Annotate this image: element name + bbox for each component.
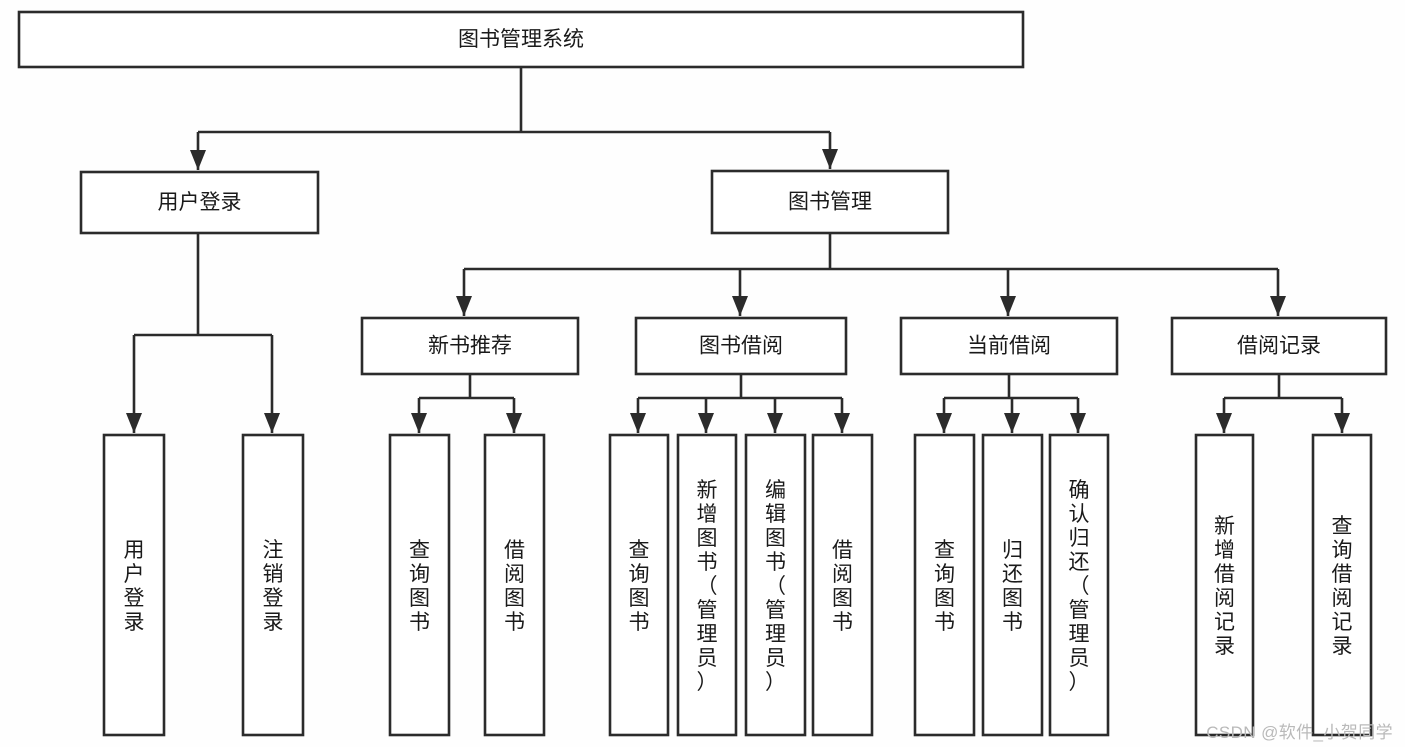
node-boxes-group: 图书管理系统用户登录图书管理新书推荐图书借阅当前借阅借阅记录用户登录注销登录查询… [17,10,1388,737]
arrow-head-icon [1216,413,1232,433]
node-label: 查询图书 [409,539,430,634]
node-label: 注销登录 [263,539,284,634]
arrow-head-icon [698,413,714,433]
arrow-head-icon [630,413,646,433]
node-box[interactable] [241,433,305,737]
node-leaf-1[interactable]: 注销登录 [241,433,305,737]
arrow-head-icon [1000,296,1016,316]
node-level2-2[interactable]: 当前借阅 [899,316,1119,376]
node-leaf-7[interactable]: 借阅图书 [811,433,874,737]
node-box[interactable] [102,433,166,737]
node-label: 图书管理 [788,191,872,214]
arrow-head-icon [1070,413,1086,433]
node-box[interactable] [1194,433,1255,737]
node-label: 新增图书（管理员） [697,479,718,694]
node-level2-1[interactable]: 图书借阅 [634,316,848,376]
arrow-head-icon [834,413,850,433]
node-leaf-12[interactable]: 查询借阅记录 [1311,433,1373,737]
node-leaf-11[interactable]: 新增借阅记录 [1194,433,1255,737]
node-box[interactable] [913,433,976,737]
connector-lines-group [126,67,1350,433]
arrow-head-icon [1334,413,1350,433]
node-label: 借阅图书 [504,539,525,634]
node-level2-0[interactable]: 新书推荐 [360,316,580,376]
node-level1-1[interactable]: 图书管理 [710,169,950,235]
arrow-head-icon [732,296,748,316]
node-level2-3[interactable]: 借阅记录 [1170,316,1388,376]
arrow-head-icon [264,413,280,433]
arrow-head-icon [767,413,783,433]
node-label: 用户登录 [124,539,145,634]
node-box[interactable] [899,316,1119,376]
node-box[interactable] [710,169,950,235]
node-label: 借阅图书 [832,539,853,634]
node-leaf-5[interactable]: 新增图书（管理员） [676,433,738,737]
node-label: 确认归还（管理员） [1069,479,1090,694]
node-label: 新书推荐 [428,335,512,358]
node-leaf-10[interactable]: 确认归还（管理员） [1048,433,1110,737]
node-leaf-3[interactable]: 借阅图书 [483,433,546,737]
node-leaf-9[interactable]: 归还图书 [981,433,1044,737]
node-leaf-2[interactable]: 查询图书 [388,433,451,737]
node-box[interactable] [17,10,1025,69]
node-root[interactable]: 图书管理系统 [17,10,1025,69]
node-box[interactable] [1311,433,1373,737]
arrow-head-icon [411,413,427,433]
arrow-head-icon [1270,296,1286,316]
node-box[interactable] [360,316,580,376]
node-leaf-0[interactable]: 用户登录 [102,433,166,737]
node-leaf-8[interactable]: 查询图书 [913,433,976,737]
node-label: 当前借阅 [967,335,1051,358]
arrow-head-icon [506,413,522,433]
node-label: 图书管理系统 [458,28,584,51]
node-label: 归还图书 [1002,539,1023,634]
node-box[interactable] [483,433,546,737]
node-leaf-4[interactable]: 查询图书 [608,433,670,737]
node-level1-0[interactable]: 用户登录 [79,170,320,235]
node-box[interactable] [744,433,807,737]
node-label: 新增借阅记录 [1214,515,1235,658]
arrow-head-icon [190,150,206,170]
node-label: 查询图书 [934,539,955,634]
node-label: 查询图书 [629,539,650,634]
arrow-head-icon [456,296,472,316]
arrow-head-icon [822,149,838,169]
node-label: 图书借阅 [699,335,783,358]
arrow-head-icon [1004,413,1020,433]
watermark-text: CSDN @软件_小贺同学 [1206,723,1393,742]
node-label: 查询借阅记录 [1332,515,1353,658]
node-box[interactable] [981,433,1044,737]
node-box[interactable] [1170,316,1388,376]
node-label: 借阅记录 [1237,335,1321,358]
node-box[interactable] [608,433,670,737]
arrow-head-icon [936,413,952,433]
node-box[interactable] [388,433,451,737]
node-box[interactable] [1048,433,1110,737]
node-box[interactable] [676,433,738,737]
node-leaf-6[interactable]: 编辑图书（管理员） [744,433,807,737]
node-box[interactable] [79,170,320,235]
node-box[interactable] [634,316,848,376]
node-label: 编辑图书（管理员） [765,479,786,694]
node-box[interactable] [811,433,874,737]
arrow-head-icon [126,413,142,433]
node-label: 用户登录 [158,191,242,214]
